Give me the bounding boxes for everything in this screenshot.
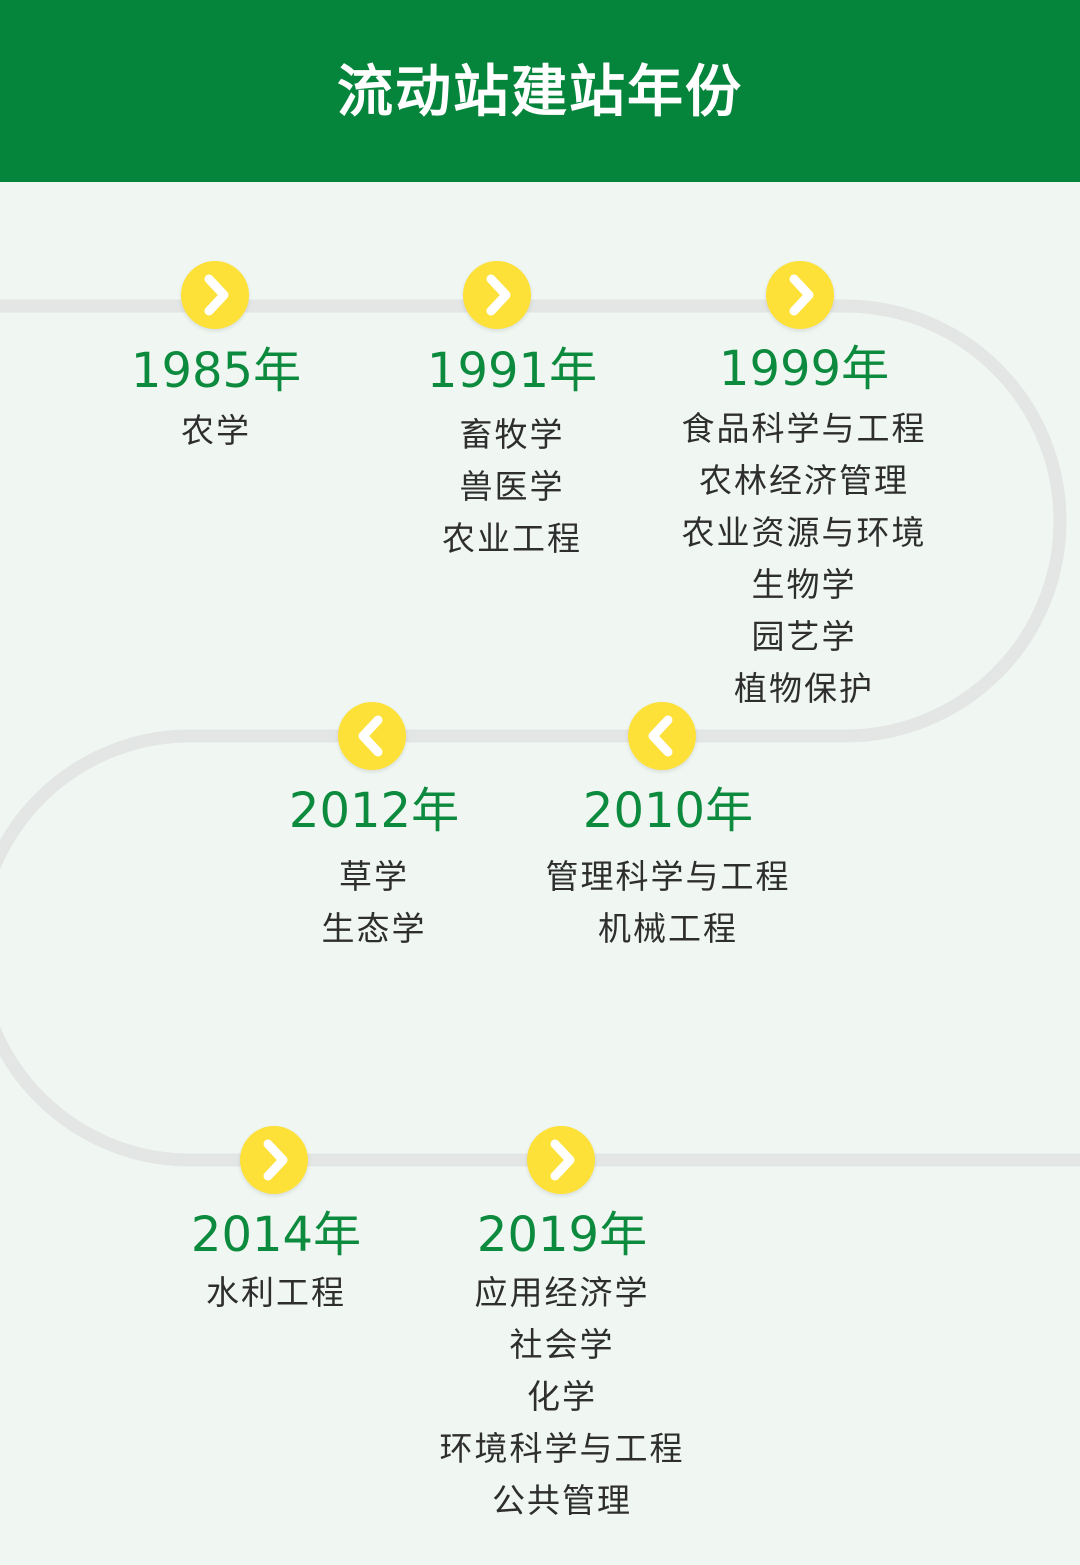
milestone-2014: 2014年 水利工程 bbox=[116, 1207, 436, 1319]
subject-list: 水利工程 bbox=[116, 1267, 436, 1319]
subject-item: 草学 bbox=[339, 857, 409, 896]
subject-list: 食品科学与工程 农林经济管理 农业资源与环境 生物学 园艺学 植物保护 bbox=[644, 403, 964, 715]
chevron-right-icon bbox=[463, 261, 531, 329]
subject-item: 食品科学与工程 bbox=[681, 409, 927, 448]
subject-item: 生物学 bbox=[751, 565, 857, 604]
chevron-glyph bbox=[358, 715, 383, 757]
chevron-left-icon bbox=[628, 702, 696, 770]
milestone-year: 2012年 bbox=[288, 783, 460, 839]
milestone-year: 1999年 bbox=[718, 341, 890, 397]
subject-item: 农业工程 bbox=[442, 519, 582, 558]
subject-item: 园艺学 bbox=[751, 617, 857, 656]
subject-item: 农业资源与环境 bbox=[681, 513, 927, 552]
milestone-year: 1985年 bbox=[130, 343, 302, 399]
milestone-2019: 2019年 应用经济学 社会学 化学 环境科学与工程 公共管理 bbox=[402, 1207, 722, 1527]
chevron-glyph bbox=[486, 274, 511, 316]
subject-item: 应用经济学 bbox=[474, 1273, 650, 1312]
subject-list: 应用经济学 社会学 化学 环境科学与工程 公共管理 bbox=[402, 1267, 722, 1527]
subject-list: 畜牧学 兽医学 农业工程 bbox=[352, 409, 672, 565]
milestone-1999: 1999年 食品科学与工程 农林经济管理 农业资源与环境 生物学 园艺学 植物保… bbox=[644, 341, 964, 715]
chevron-right-icon bbox=[766, 261, 834, 329]
subject-item: 管理科学与工程 bbox=[545, 857, 791, 896]
subject-item: 化学 bbox=[527, 1377, 597, 1416]
subject-item: 环境科学与工程 bbox=[439, 1429, 685, 1468]
subject-item: 兽医学 bbox=[459, 467, 565, 506]
milestone-year: 2014年 bbox=[190, 1207, 362, 1263]
subject-list: 农学 bbox=[56, 405, 376, 457]
milestone-year: 2010年 bbox=[582, 783, 754, 839]
chevron-right-icon bbox=[527, 1126, 595, 1194]
subject-item: 农学 bbox=[181, 411, 251, 450]
chevron-glyph bbox=[648, 715, 673, 757]
subject-item: 水利工程 bbox=[206, 1273, 346, 1312]
subject-item: 植物保护 bbox=[734, 669, 874, 708]
milestone-year: 1991年 bbox=[426, 343, 598, 399]
chevron-glyph bbox=[204, 274, 229, 316]
chevron-glyph bbox=[550, 1139, 575, 1181]
chevron-left-icon bbox=[338, 702, 406, 770]
milestone-1991: 1991年 畜牧学 兽医学 农业工程 bbox=[352, 343, 672, 565]
chevron-right-icon bbox=[240, 1126, 308, 1194]
chevron-glyph bbox=[263, 1139, 288, 1181]
subject-item: 生态学 bbox=[321, 909, 427, 948]
subject-item: 机械工程 bbox=[598, 909, 738, 948]
subject-item: 畜牧学 bbox=[459, 415, 565, 454]
subject-item: 社会学 bbox=[509, 1325, 615, 1364]
chevron-glyph bbox=[789, 274, 814, 316]
milestone-2010: 2010年 管理科学与工程 机械工程 bbox=[508, 783, 828, 955]
milestone-1985: 1985年 农学 bbox=[56, 343, 376, 457]
milestone-year: 2019年 bbox=[476, 1207, 648, 1263]
subject-item: 公共管理 bbox=[492, 1481, 632, 1520]
page-header: 流动站建站年份 bbox=[0, 0, 1080, 182]
chevron-right-icon bbox=[181, 261, 249, 329]
subject-list: 草学 生态学 bbox=[214, 851, 534, 955]
subject-list: 管理科学与工程 机械工程 bbox=[508, 851, 828, 955]
timeline-track bbox=[0, 299, 1080, 1167]
page-title: 流动站建站年份 bbox=[337, 59, 743, 125]
subject-item: 农林经济管理 bbox=[699, 461, 909, 500]
milestone-2012: 2012年 草学 生态学 bbox=[214, 783, 534, 955]
